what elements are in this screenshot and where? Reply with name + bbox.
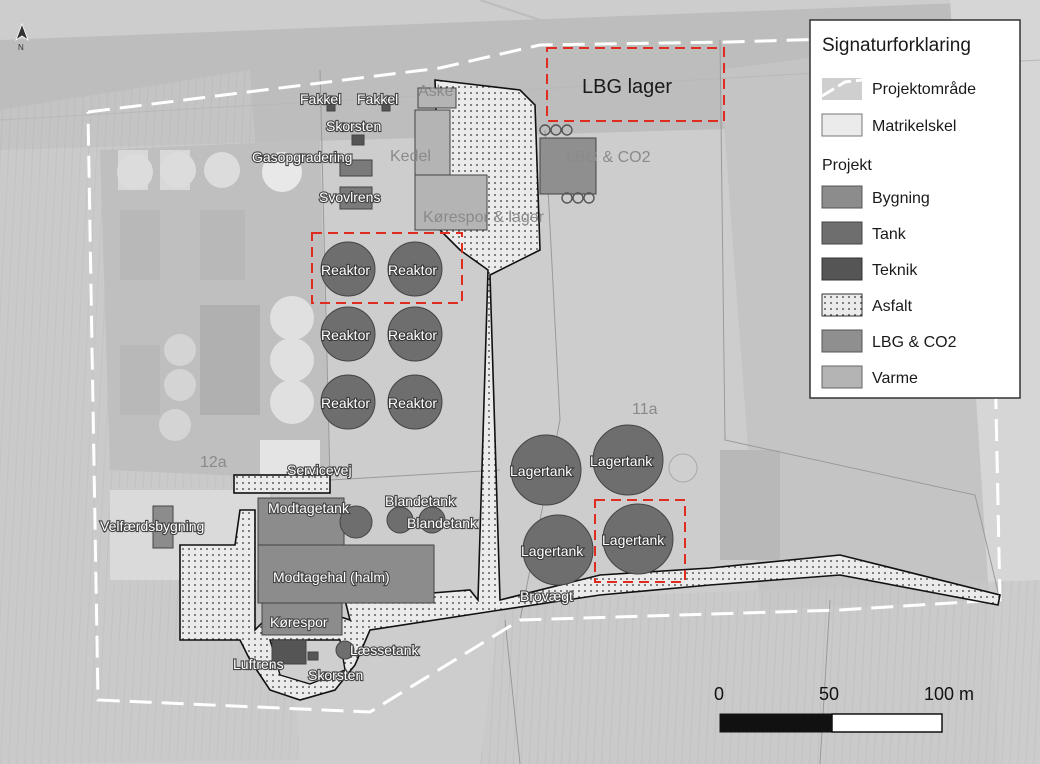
reaktor-tank <box>320 374 376 430</box>
blandetank-tank <box>418 506 446 534</box>
legend-item-lbg-co2: LBG & CO2 <box>821 329 957 353</box>
laessetank-tank <box>335 640 355 660</box>
lbg-lager-marker <box>546 47 725 122</box>
modtagetank-building <box>257 497 345 551</box>
scale-tick-100: 100 m <box>924 684 974 704</box>
legend-item-varme: Varme <box>821 365 918 389</box>
label-modtagetank: Modtagetank <box>268 500 350 516</box>
svovlrens-building <box>339 186 373 210</box>
reaktor-tank <box>387 374 443 430</box>
legend-heading-projekt: Projekt <box>822 157 872 174</box>
reaktor-tank <box>320 241 376 297</box>
legend-item-tank: Tank <box>821 221 907 245</box>
legend-item-asfalt: Asfalt <box>821 293 913 317</box>
svg-text:Bygning: Bygning <box>872 190 930 207</box>
label-korespor: Kørespor <box>270 614 328 630</box>
kedel-building <box>414 109 451 176</box>
north-arrow-icon: N <box>15 22 29 52</box>
label-fakkel-2: Fakkel <box>357 91 398 107</box>
label-kedel: Kedel <box>390 148 431 165</box>
label-laessetank: Læssetank <box>350 642 419 658</box>
label-lagertank: Lagertank <box>510 463 573 479</box>
lbg-small-tanks <box>539 124 595 204</box>
label-velfaerdsbygning: Velfærdsbygning <box>100 518 204 534</box>
aske-building <box>417 87 457 109</box>
legend-item-bygning: Bygning <box>821 185 930 209</box>
gasopgradering-building <box>339 159 373 177</box>
lbg-co2-building <box>539 137 597 195</box>
korespor-lager-building <box>414 174 488 231</box>
svg-text:LBG & CO2: LBG & CO2 <box>872 334 957 351</box>
label-lagertank: Lagertank <box>590 453 653 469</box>
svg-text:Asfalt: Asfalt <box>872 298 913 315</box>
label-svovlrens: Svovlrens <box>319 189 380 205</box>
label-luftrens: Luftrens <box>233 656 284 672</box>
legend-item-projektomraade: Projektområde <box>821 78 976 100</box>
velfaerdsbygning-building <box>152 505 174 549</box>
plot-label-12a: 12a <box>200 454 227 471</box>
new-element-markers <box>311 47 725 583</box>
label-skorsten-top: Skorsten <box>326 118 381 134</box>
reaktor-tank <box>387 306 443 362</box>
modtagehal-building <box>257 544 435 604</box>
fakkel-1-marker <box>326 102 336 112</box>
skorsten-top-building <box>351 134 365 146</box>
skorsten-bottom-marker <box>307 651 319 661</box>
north-label: N <box>18 43 24 52</box>
label-reaktor: Reaktor <box>388 395 437 411</box>
korespor-building <box>261 602 343 636</box>
label-reaktor: Reaktor <box>321 327 370 343</box>
plot-label-11a: 11a <box>632 401 658 418</box>
label-lagertank: Lagertank <box>521 543 584 559</box>
label-lagertank: Lagertank <box>602 532 665 548</box>
label-gasopgradering: Gasopgradering <box>252 149 352 165</box>
label-reaktor: Reaktor <box>388 262 437 278</box>
scale-tick-0: 0 <box>714 684 724 704</box>
svg-text:Projektområde: Projektområde <box>872 80 976 98</box>
lagertank-tank <box>602 503 674 575</box>
lagertank-marker <box>594 499 686 583</box>
legend-item-matrikelskel: Matrikelskel <box>821 113 956 137</box>
map-labels: 12a 11a Fakkel Fakkel Aske Skorsten Gaso… <box>99 76 672 684</box>
label-blandetank-1: Blandetank <box>385 493 456 509</box>
scale-bar: 0 50 100 m <box>714 684 974 733</box>
lagertank-tank <box>522 514 594 586</box>
legend-item-teknik: Teknik <box>821 257 918 281</box>
modtagetank-circle <box>339 505 373 539</box>
label-brovaegt: Brovægt <box>520 588 573 604</box>
label-reaktor: Reaktor <box>388 327 437 343</box>
reaktor-marker <box>311 232 463 304</box>
label-reaktor: Reaktor <box>321 395 370 411</box>
label-lbg-lager: LBG lager <box>582 76 672 98</box>
label-reaktor: Reaktor <box>321 262 370 278</box>
label-blandetank-2: Blandetank <box>407 515 478 531</box>
reaktor-tank <box>387 241 443 297</box>
tanks <box>320 241 674 660</box>
reaktor-tank <box>320 306 376 362</box>
svg-text:Matrikelskel: Matrikelskel <box>872 118 956 135</box>
label-fakkel-1: Fakkel <box>300 91 341 107</box>
scale-tick-50: 50 <box>819 684 839 704</box>
svg-text:Teknik: Teknik <box>872 262 918 279</box>
label-modtagehal: Modtagehal (halm) <box>273 569 390 585</box>
lagertank-tank <box>510 434 582 506</box>
fakkel-2-marker <box>381 102 391 112</box>
svg-text:Tank: Tank <box>872 226 907 243</box>
label-korespor-lager: Kørespor & lager <box>423 209 545 226</box>
luftrens-building <box>271 639 307 665</box>
lagertank-tank <box>592 424 664 496</box>
label-skorsten-bottom: Skorsten <box>308 667 363 683</box>
label-aske: Aske <box>418 83 454 100</box>
svg-text:Varme: Varme <box>872 370 918 387</box>
label-servicevej: Servicevej <box>287 462 352 478</box>
label-lbg-co2: LBG & CO2 <box>566 149 651 166</box>
legend-title: Signaturforklaring <box>822 35 971 56</box>
blandetank-tank <box>386 506 414 534</box>
buildings <box>152 87 597 665</box>
legend: Signaturforklaring Projektområde Matrike… <box>809 19 1021 399</box>
